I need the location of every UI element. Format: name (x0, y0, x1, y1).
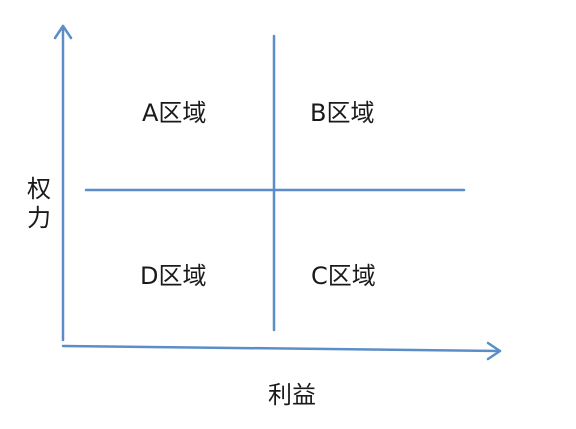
x-axis-line (61, 344, 502, 353)
x-axis-arrowhead (486, 341, 502, 361)
y-axis-label: 权力 (27, 175, 51, 232)
quadrant-a-label: A区域 (142, 99, 207, 127)
quadrant-d-label: D区域 (140, 262, 207, 290)
quadrant-c-label: C区域 (311, 262, 376, 290)
y-axis-arrowhead (53, 24, 73, 40)
x-axis-label: 利益 (268, 381, 316, 409)
quadrant-b-label: B区域 (310, 99, 375, 127)
